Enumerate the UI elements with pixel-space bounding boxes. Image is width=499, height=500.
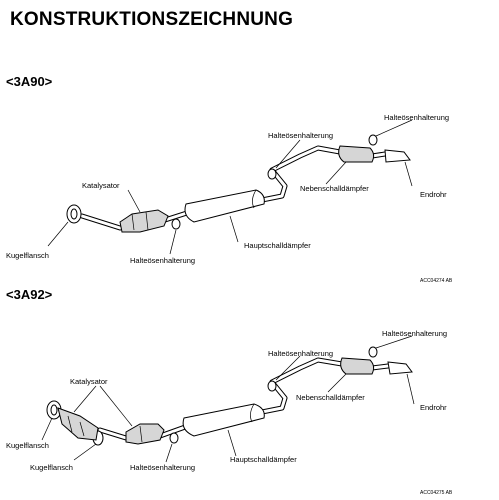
label-katalysator: Katalysator xyxy=(82,181,120,190)
label-nebenschall: Nebenschalldämpfer xyxy=(296,393,365,402)
label-kugelflansch-2: Kugelflansch xyxy=(30,463,73,472)
label-hauptschall: Hauptschalldämpfer xyxy=(244,241,311,250)
label-katalysator: Katalysator xyxy=(70,377,108,386)
label-hauptschall: Hauptschalldämpfer xyxy=(230,455,297,464)
tailpipe xyxy=(387,361,413,375)
ball-flange xyxy=(66,204,82,224)
label-endrohr: Endrohr xyxy=(420,403,447,412)
exhaust-diagram-3a92: Halteösenhalterung Halteösenhalterung Ne… xyxy=(6,329,453,496)
main-muffler xyxy=(182,403,265,437)
label-halteoesen-3: Halteösenhalterung xyxy=(382,329,447,338)
secondary-muffler xyxy=(340,357,375,375)
exhaust-pipe xyxy=(97,357,391,441)
label-halteoesen-2: Halteösenhalterung xyxy=(130,256,195,265)
label-halteoesen-2: Halteösenhalterung xyxy=(130,463,195,472)
catalytic-converter xyxy=(57,407,165,445)
hanger-bracket xyxy=(171,134,378,230)
ball-flange xyxy=(46,400,104,446)
page-title: KONSTRUKTIONSZEICHNUNG xyxy=(10,9,294,30)
tailpipe xyxy=(384,149,411,163)
variant-label-3a90: <3A90> xyxy=(6,74,53,89)
label-nebenschall: Nebenschalldämpfer xyxy=(300,184,369,193)
exhaust-pipe xyxy=(79,145,388,231)
leader-lines xyxy=(41,335,415,463)
label-halteoesen-1: Halteösenhalterung xyxy=(268,131,333,140)
catalytic-converter xyxy=(119,209,169,233)
figure-reference: ACC04275 AB xyxy=(420,490,453,496)
label-halteoesen-3: Halteösenhalterung xyxy=(384,113,449,122)
label-kugelflansch-1: Kugelflansch xyxy=(6,441,49,450)
secondary-muffler xyxy=(338,145,375,163)
label-endrohr: Endrohr xyxy=(420,190,447,199)
figure-reference: ACC04274 AB xyxy=(420,278,453,284)
variant-label-3a92: <3A92> xyxy=(6,287,53,302)
main-muffler xyxy=(184,189,265,223)
exhaust-diagram-3a90: Halteösenhalterung Halteösenhalterung Ne… xyxy=(6,113,453,284)
leader-lines xyxy=(47,119,413,255)
label-halteoesen-1: Halteösenhalterung xyxy=(268,349,333,358)
label-kugelflansch: Kugelflansch xyxy=(6,251,49,260)
hanger-bracket xyxy=(169,346,378,444)
